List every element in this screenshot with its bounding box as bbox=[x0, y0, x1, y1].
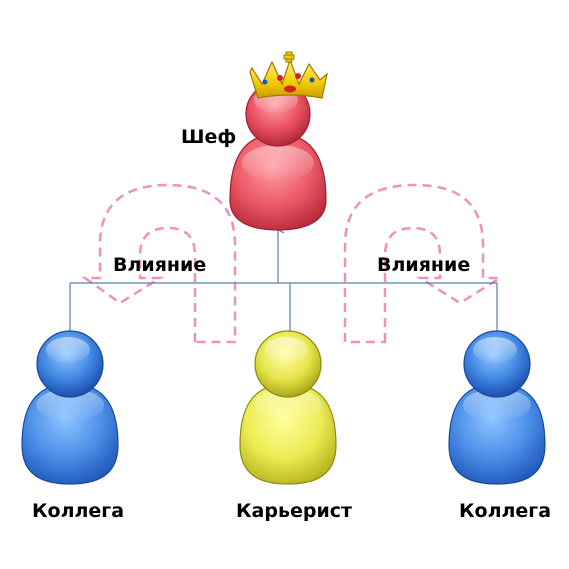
influence-label-right: Влияние bbox=[377, 254, 471, 276]
colleague-right-label: Коллега bbox=[459, 500, 552, 522]
boss-figure bbox=[229, 51, 328, 231]
careerist-label: Карьерист bbox=[236, 500, 353, 522]
hierarchy-connectors bbox=[69, 229, 498, 338]
colleague-left-figure bbox=[21, 330, 119, 485]
colleague-left-label: Коллега bbox=[32, 500, 125, 522]
influence-arrow-right-icon bbox=[343, 183, 505, 344]
boss-label: Шеф bbox=[181, 126, 237, 148]
colleague-right-figure bbox=[448, 330, 546, 485]
crown-icon bbox=[249, 51, 328, 99]
influence-label-left: Влияние bbox=[113, 254, 207, 276]
careerist-figure bbox=[239, 330, 337, 485]
influence-arrow-left-icon bbox=[81, 183, 237, 344]
